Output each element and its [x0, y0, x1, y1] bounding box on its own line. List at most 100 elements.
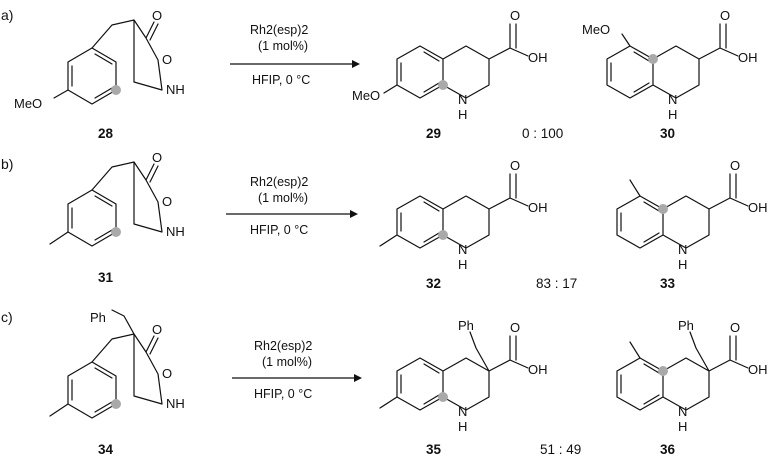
row-a-label: a): [1, 7, 13, 23]
product-33-number: 33: [660, 276, 676, 291]
product-30-amine-h: H: [668, 107, 677, 122]
reactant-31-benzene-ring: [67, 189, 117, 247]
product-29-substituent: MeO: [352, 88, 380, 103]
reactant-28: MeO O O NH 28: [14, 8, 185, 141]
product-32-site-marker: [438, 230, 448, 240]
product-32-amine-n: N: [458, 242, 467, 257]
product-32-number: 32: [426, 276, 441, 291]
conditions-a-loading: (1 mol%): [258, 39, 308, 53]
reactant-34-benzene-ring: [67, 361, 117, 419]
row-b: b) O O NH 31 Rh2(esp)2 (1 mol%) HFIP, 0 …: [1, 150, 768, 291]
product-30: MeO O OH N H 30: [582, 8, 758, 141]
product-36-acid-oh: OH: [748, 362, 768, 377]
product-30-rings: [606, 23, 739, 99]
product-35-amine-h: H: [458, 419, 467, 434]
product-29-amine-n: N: [458, 92, 467, 107]
ratio-b: 83 : 17: [536, 276, 577, 291]
product-30-amine-n: N: [668, 92, 677, 107]
reactant-28-bonds: [53, 19, 163, 99]
product-29: MeO O OH N H 29: [352, 8, 548, 141]
reactant-28-substituent: MeO: [14, 96, 42, 111]
product-32-rings: [379, 173, 529, 249]
product-33-carbonyl-o: O: [730, 158, 740, 173]
arrow-a-head: [352, 60, 360, 68]
reactant-31-site-marker: [111, 227, 121, 237]
reactant-34-ring-nh: NH: [166, 396, 185, 411]
product-33-amine-n: N: [678, 242, 687, 257]
reactant-31-bonds: [49, 161, 163, 245]
product-32-amine-h: H: [458, 257, 467, 272]
reactant-31: O O NH 31: [49, 150, 185, 285]
product-29-rings: [383, 23, 529, 99]
product-35-rings: [379, 331, 529, 411]
product-36-rings: [616, 331, 749, 411]
arrow-c-head: [354, 374, 362, 382]
product-32: O OH N H 32: [379, 158, 548, 291]
reactant-28-benzene-ring: [67, 47, 117, 105]
row-c: c) Ph O O NH 34 Rh2(esp)2 (1 mol%) HFIP,…: [1, 309, 768, 457]
product-30-carbonyl-o: O: [720, 8, 730, 23]
product-36-benzyl: Ph: [678, 318, 694, 333]
product-33: O OH N H 33: [616, 158, 768, 291]
product-36-amine-n: N: [678, 404, 687, 419]
reactant-34-site-marker: [111, 399, 121, 409]
conditions-c-loading: (1 mol%): [262, 355, 312, 369]
conditions-b-solvent: HFIP, 0 °C: [250, 223, 308, 237]
reactant-28-ring-nh: NH: [166, 82, 185, 97]
product-36-carbonyl-o: O: [730, 320, 740, 335]
product-30-acid-oh: OH: [738, 50, 758, 65]
product-35: Ph O OH N H 35: [379, 318, 548, 457]
reactant-34: Ph O O NH 34: [49, 309, 185, 457]
conditions-a: Rh2(esp)2 (1 mol%) HFIP, 0 °C: [230, 23, 360, 87]
product-30-site-marker: [648, 54, 658, 64]
product-29-number: 29: [426, 126, 441, 141]
row-a: a) MeO O O NH 28 Rh2(esp)2 (1 mol%) HFIP…: [1, 7, 758, 141]
conditions-c: Rh2(esp)2 (1 mol%) HFIP, 0 °C: [232, 339, 362, 401]
product-29-site-marker: [438, 80, 448, 90]
product-35-number: 35: [426, 442, 442, 457]
product-30-number: 30: [660, 126, 675, 141]
product-33-site-marker: [658, 204, 668, 214]
conditions-a-solvent: HFIP, 0 °C: [252, 73, 310, 87]
conditions-b-catalyst: Rh2(esp)2: [250, 175, 308, 189]
product-30-substituent: MeO: [582, 22, 610, 37]
product-35-acid-oh: OH: [528, 362, 548, 377]
reactant-28-site-marker: [111, 85, 121, 95]
conditions-b: Rh2(esp)2 (1 mol%) HFIP, 0 °C: [226, 175, 358, 237]
conditions-c-catalyst: Rh2(esp)2: [254, 339, 312, 353]
product-32-carbonyl-o: O: [510, 158, 520, 173]
product-29-amine-h: H: [458, 107, 467, 122]
conditions-c-solvent: HFIP, 0 °C: [254, 387, 312, 401]
arrow-b-head: [350, 210, 358, 218]
product-35-amine-n: N: [458, 404, 467, 419]
conditions-b-loading: (1 mol%): [258, 191, 308, 205]
ratio-c: 51 : 49: [540, 442, 581, 457]
product-35-site-marker: [438, 392, 448, 402]
reactant-31-carbonyl-o: O: [152, 150, 162, 165]
conditions-a-catalyst: Rh2(esp)2: [250, 23, 308, 37]
reactant-34-benzyl: Ph: [90, 310, 106, 325]
product-29-carbonyl-o: O: [510, 8, 520, 23]
product-35-carbonyl-o: O: [510, 320, 520, 335]
product-36: Ph O OH N H 36: [616, 318, 768, 457]
reactant-31-ring-nh: NH: [166, 224, 185, 239]
row-c-label: c): [1, 309, 13, 325]
product-36-amine-h: H: [678, 419, 687, 434]
reactant-34-number: 34: [98, 442, 114, 457]
product-29-acid-oh: OH: [528, 50, 548, 65]
ratio-a: 0 : 100: [522, 126, 563, 141]
reactant-34-carbonyl-o: O: [152, 322, 162, 337]
reactant-28-ring-o: O: [162, 52, 172, 67]
product-32-acid-oh: OH: [528, 200, 548, 215]
reactant-34-ring-o: O: [162, 366, 172, 381]
product-35-benzyl: Ph: [458, 318, 474, 333]
reactant-28-number: 28: [98, 126, 114, 141]
row-b-label: b): [1, 156, 13, 172]
product-36-number: 36: [660, 442, 676, 457]
product-36-site-marker: [658, 366, 668, 376]
product-33-amine-h: H: [678, 257, 687, 272]
reactant-31-ring-o: O: [162, 194, 172, 209]
reactant-31-number: 31: [98, 270, 114, 285]
reactant-34-bonds: [49, 309, 163, 417]
